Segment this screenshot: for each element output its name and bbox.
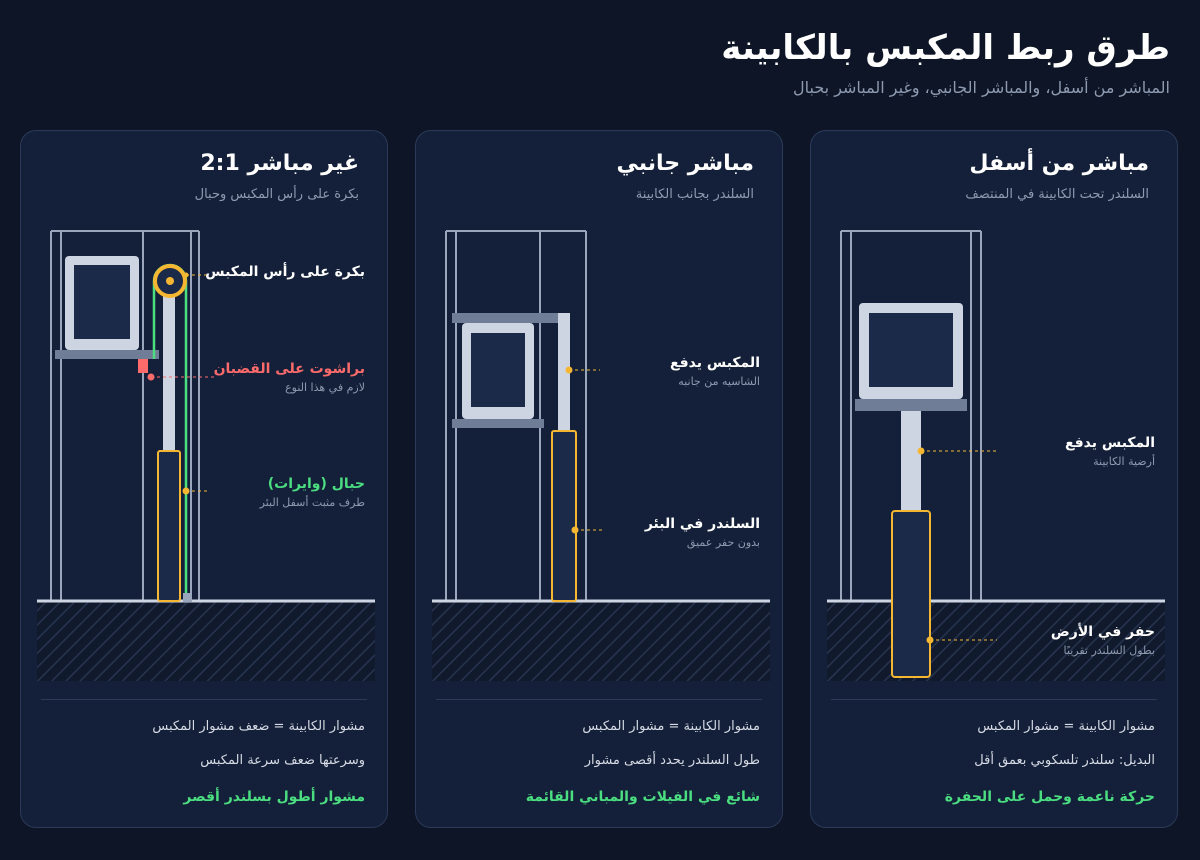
label-title: حفر في الأرض (1050, 624, 1155, 640)
label-sub: أرضية الكابينة (1093, 455, 1155, 468)
leader-dot (571, 526, 579, 534)
sheave-axle (166, 277, 174, 285)
card-indirect-roped: غير مباشر 2:1 بكرة على رأس المكبس وحبال … (20, 130, 388, 828)
card-title: غير مباشر 2:1 (200, 151, 359, 176)
sling-top-beam (452, 313, 570, 323)
note: مشوار الكابينة = مشوار المكبس (977, 719, 1155, 734)
shaft-frame (445, 230, 587, 601)
label-title: المكبس يدفع (1064, 435, 1155, 451)
safety-gear (138, 359, 148, 373)
label-piston-pushes: المكبس يدفع الشاسيه من جانبه (670, 353, 760, 391)
direct-below-diagram (827, 230, 1165, 681)
leader-dot (926, 636, 934, 644)
card-side-direct: مباشر جانبي السلندر بجانب الكابينة المكب… (415, 130, 783, 828)
label-sub: الشاسيه من جانبه (678, 375, 760, 388)
highlight: حركة ناعمة وحمل على الحفرة (944, 789, 1155, 805)
cabin-floor (452, 419, 544, 428)
leader-dot (182, 487, 190, 495)
card-subtitle: السلندر بجانب الكابينة (635, 187, 754, 202)
page-title: طرق ربط المكبس بالكابينة (721, 28, 1170, 68)
label-sub: بطول السلندر تقريبًا (1063, 644, 1155, 657)
divider (41, 699, 367, 700)
leader-dot (565, 366, 573, 374)
label-ropes: حبال (وايرات) طرف مثبت أسفل البئر (260, 474, 365, 512)
label-sheave: بكرة على رأس المكبس (205, 262, 365, 282)
divider (831, 699, 1157, 700)
piston-rod (558, 313, 570, 431)
page-header: طرق ربط المكبس بالكابينة المباشر من أسفل… (721, 28, 1170, 97)
label-title: المكبس يدفع (669, 355, 760, 371)
card-subtitle: السلندر تحت الكابينة في المنتصف (965, 187, 1149, 202)
label-title: براشوت على القضبان (213, 361, 365, 377)
cabin-window (74, 265, 130, 339)
label-title: السلندر في البئر (644, 516, 760, 532)
ground-hatch (432, 601, 770, 681)
indirect-diagram (37, 230, 375, 681)
label-safety-gear: براشوت على القضبان لازم في هذا النوع (214, 359, 365, 397)
note: مشوار الكابينة = مشوار المكبس (582, 719, 760, 734)
cylinder (157, 450, 181, 602)
label-title: بكرة على رأس المكبس (205, 264, 365, 280)
rope-anchor (183, 593, 192, 602)
highlight: مشوار أطول بسلندر أقصر (183, 789, 365, 805)
shaft-frame (840, 230, 982, 601)
shaft-frame (50, 230, 200, 601)
card-subtitle: بكرة على رأس المكبس وحبال (194, 187, 359, 202)
cylinder (551, 430, 577, 602)
note: البديل: سلندر تلسكوبي بعمق أقل (974, 753, 1155, 768)
label-sub: بدون حفر عميق (686, 536, 760, 549)
note: مشوار الكابينة = ضعف مشوار المكبس (152, 719, 365, 734)
cabin-window (869, 313, 953, 387)
label-title: حبال (وايرات) (267, 476, 365, 492)
label-piston-pushes: المكبس يدفع أرضية الكابينة (1065, 433, 1155, 471)
leader-dot (917, 447, 925, 455)
label-cylinder-in-shaft: السلندر في البئر بدون حفر عميق (645, 514, 760, 552)
card-title: مباشر جانبي (616, 151, 754, 176)
cabin-floor (55, 350, 159, 359)
ground-hatch (827, 601, 1165, 681)
label-ground-pit: حفر في الأرض بطول السلندر تقريبًا (1051, 622, 1155, 660)
card-direct-below: مباشر من أسفل السلندر تحت الكابينة في ال… (810, 130, 1178, 828)
cabin-window (471, 333, 525, 407)
piston-rod (163, 281, 175, 451)
card-title: مباشر من أسفل (969, 151, 1149, 176)
leader-dot (147, 373, 155, 381)
cabin-floor (855, 399, 967, 411)
label-sub: لازم في هذا النوع (285, 381, 365, 394)
rope (152, 281, 188, 601)
label-sub: طرف مثبت أسفل البئر (259, 496, 365, 509)
note: طول السلندر يحدد أقصى مشوار (584, 753, 760, 768)
ground-hatch (37, 601, 375, 681)
cylinder (891, 510, 931, 678)
highlight: شائع في الفيلات والمباني القائمة (525, 789, 760, 805)
page-subtitle: المباشر من أسفل، والمباشر الجانبي، وغير … (793, 78, 1170, 97)
divider (436, 699, 762, 700)
leader-dot (183, 272, 189, 278)
piston-rod (901, 411, 921, 511)
side-direct-diagram (432, 230, 770, 681)
note: وسرعتها ضعف سرعة المكبس (200, 753, 365, 768)
